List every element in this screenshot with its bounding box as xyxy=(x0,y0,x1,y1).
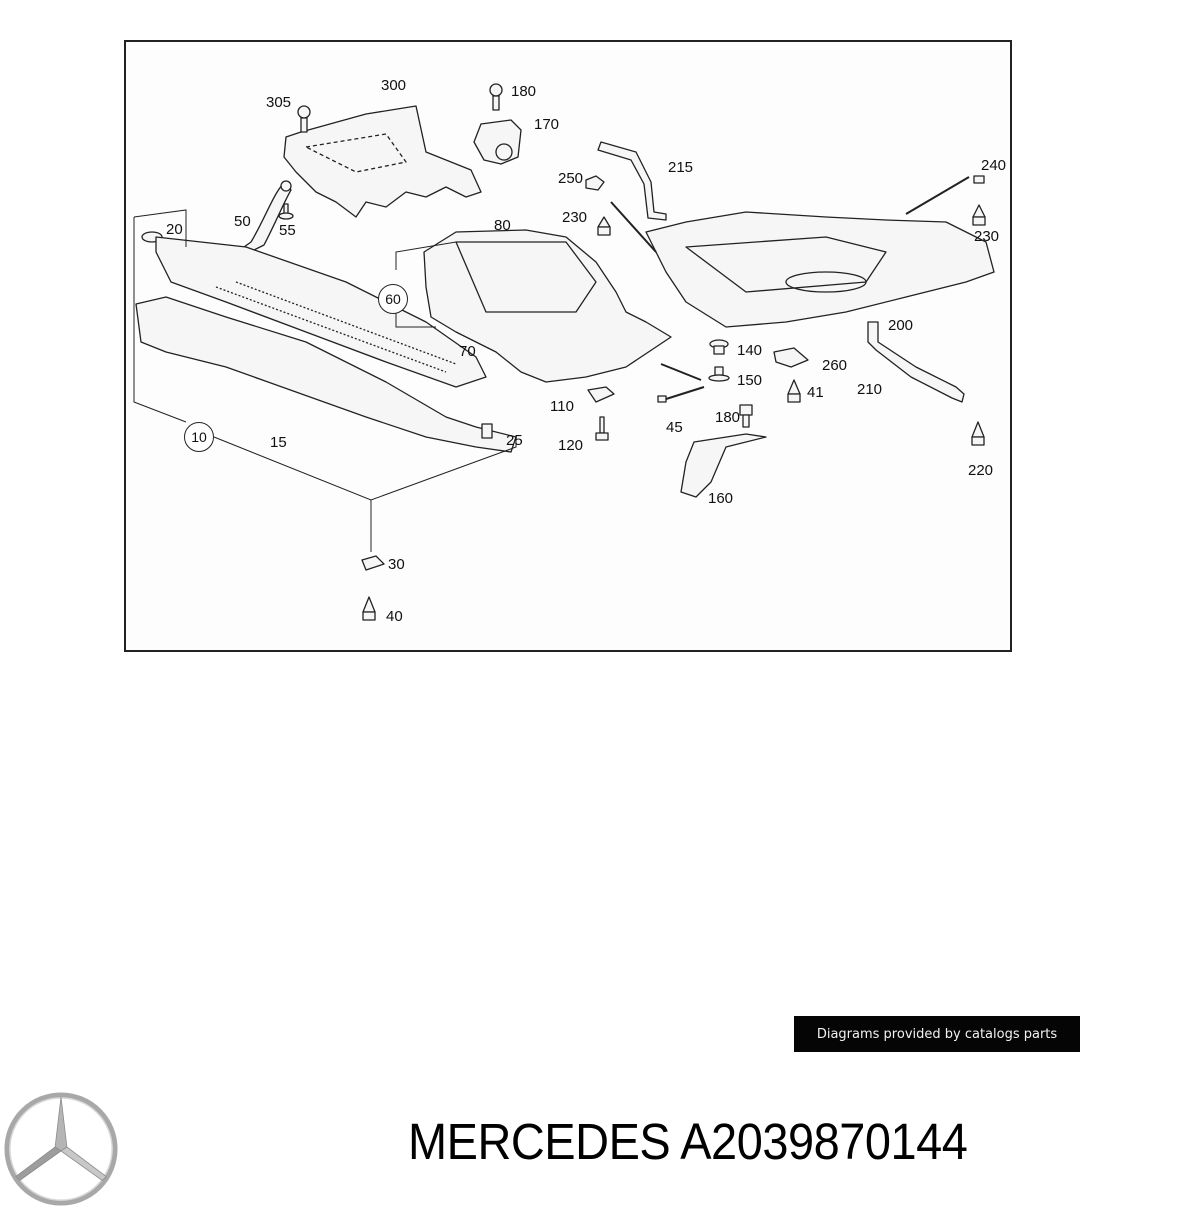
part-number-title: MERCEDES A2039870144 xyxy=(408,1113,968,1170)
callout-180: 180 xyxy=(715,409,741,426)
callout-215: 215 xyxy=(668,159,694,176)
diagram-credit-banner: Diagrams provided by catalogs parts xyxy=(794,1016,1080,1052)
callout-300: 300 xyxy=(381,77,407,94)
callout-210: 210 xyxy=(857,381,883,398)
part-15-front-panel xyxy=(135,296,517,453)
callout-15: 15 xyxy=(270,434,287,451)
callout-240: 240 xyxy=(981,157,1007,174)
callout-305: 305 xyxy=(266,94,292,111)
callout-25: 25 xyxy=(506,432,523,449)
callout-150: 150 xyxy=(737,372,763,389)
exploded-view-illustration xyxy=(133,83,995,621)
callout-250: 250 xyxy=(558,170,584,187)
callout-230: 230 xyxy=(974,228,1000,245)
part-300-shield xyxy=(283,105,482,218)
callout-20: 20 xyxy=(166,221,183,238)
parts-diagram-frame: 300 305 180 170 215 250 240 230 230 50 5… xyxy=(124,40,1012,652)
mercedes-star-icon xyxy=(4,1092,118,1206)
callout-160: 160 xyxy=(708,490,734,507)
callout-55: 55 xyxy=(279,222,296,239)
callout-170: 170 xyxy=(534,116,560,133)
callout-45: 45 xyxy=(666,419,683,436)
callout-110: 110 xyxy=(550,398,574,415)
callout-180: 180 xyxy=(511,83,537,100)
part-70-80-center-panel xyxy=(423,229,672,383)
callout-10: 10 xyxy=(184,422,214,452)
callout-40: 40 xyxy=(386,608,403,625)
callout-50: 50 xyxy=(234,213,251,230)
callout-230: 230 xyxy=(562,209,588,226)
part-200-rear-panel xyxy=(645,211,995,328)
callout-120: 120 xyxy=(558,437,584,454)
callout-30: 30 xyxy=(388,556,405,573)
callout-260: 260 xyxy=(822,357,848,374)
callout-80: 80 xyxy=(494,217,511,234)
callout-140: 140 xyxy=(737,342,763,359)
callout-60: 60 xyxy=(378,284,408,314)
callout-200: 200 xyxy=(888,317,914,334)
callout-220: 220 xyxy=(968,462,994,479)
callout-41: 41 xyxy=(807,384,824,401)
callout-70: 70 xyxy=(459,343,476,360)
